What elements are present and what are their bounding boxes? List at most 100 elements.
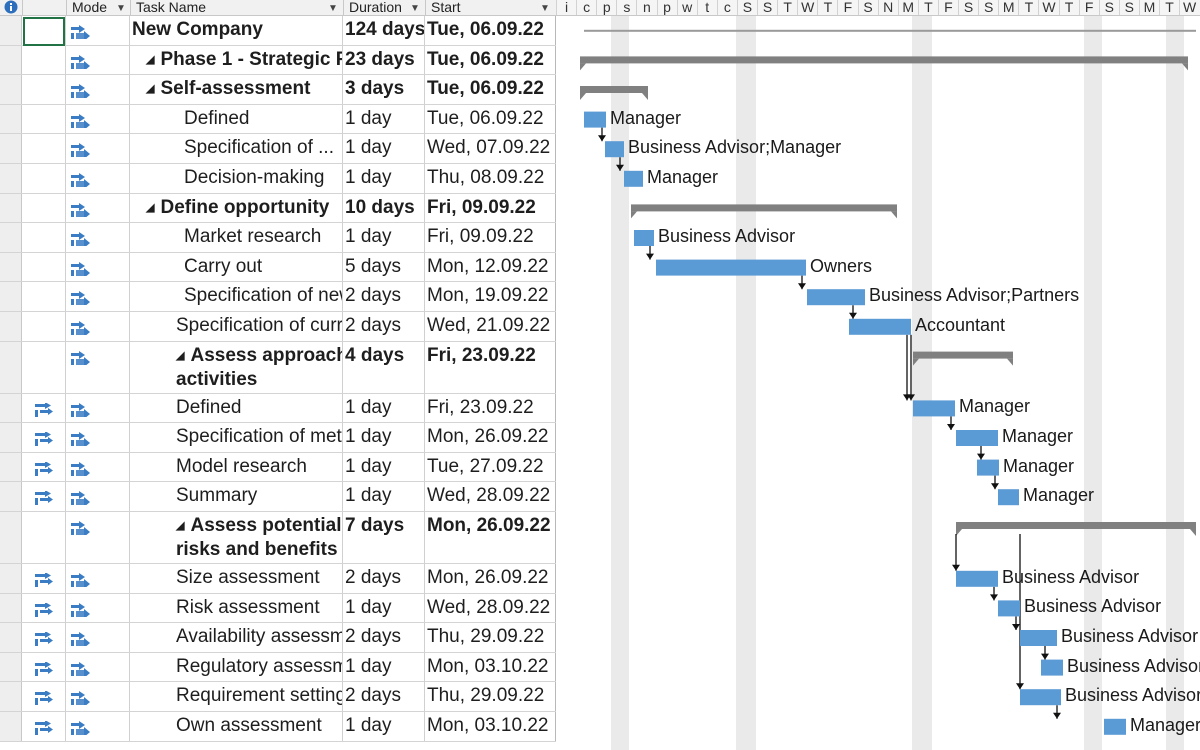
- start-cell[interactable]: Mon, 26.09.22: [425, 512, 556, 563]
- duration-cell[interactable]: 23 days: [343, 45, 425, 75]
- row-selector[interactable]: [0, 423, 22, 452]
- start-cell[interactable]: Thu, 29.09.22: [425, 623, 556, 652]
- row-selector[interactable]: [0, 252, 22, 282]
- duration-cell[interactable]: 1 day: [343, 134, 425, 163]
- start-cell[interactable]: Fri, 09.09.22: [425, 223, 556, 252]
- task-name-cell[interactable]: Specification of methods: [130, 423, 343, 452]
- task-name-cell[interactable]: Summary: [130, 482, 343, 511]
- row-selector[interactable]: [0, 512, 22, 563]
- row-selector[interactable]: [0, 223, 22, 252]
- task-name-cell[interactable]: Market research: [130, 223, 343, 252]
- start-dropdown-icon[interactable]: ▼: [540, 3, 550, 14]
- mode-cell[interactable]: [66, 452, 130, 482]
- mode-cell[interactable]: [66, 512, 130, 563]
- duration-cell[interactable]: 1 day: [343, 164, 425, 193]
- row-selector[interactable]: [0, 75, 22, 104]
- row-selector[interactable]: [0, 104, 22, 134]
- task-name-dropdown-icon[interactable]: ▼: [328, 3, 338, 14]
- duration-column-header[interactable]: Duration: [349, 0, 402, 15]
- duration-cell[interactable]: 1 day: [343, 452, 425, 482]
- start-cell[interactable]: Mon, 26.09.22: [425, 423, 556, 452]
- task-name-cell[interactable]: Carry out: [130, 252, 343, 282]
- task-name-cell[interactable]: Specification of new...: [130, 282, 343, 311]
- mode-cell[interactable]: [66, 564, 130, 593]
- task-name-cell[interactable]: ◢Self-assessment: [130, 75, 343, 104]
- task-name-cell[interactable]: Own assessment: [130, 712, 343, 741]
- task-name-cell[interactable]: New Company: [130, 16, 343, 45]
- task-name-cell[interactable]: Risk assessment: [130, 593, 343, 623]
- duration-cell[interactable]: 1 day: [343, 593, 425, 623]
- mode-cell[interactable]: [66, 252, 130, 282]
- duration-cell[interactable]: 1 day: [343, 423, 425, 452]
- duration-cell[interactable]: 1 day: [343, 104, 425, 134]
- row-selector[interactable]: [0, 682, 22, 711]
- task-name-cell[interactable]: Specification of current...: [130, 312, 343, 341]
- duration-cell[interactable]: 2 days: [343, 312, 425, 341]
- task-name-cell[interactable]: ◢Define opportunity: [130, 193, 343, 223]
- task-name-column-header[interactable]: Task Name: [136, 0, 207, 15]
- collapse-triangle-icon[interactable]: ◢: [146, 53, 155, 66]
- row-selector[interactable]: [0, 193, 22, 223]
- row-selector[interactable]: [0, 712, 22, 741]
- row-selector[interactable]: [0, 134, 22, 163]
- row-selector[interactable]: [0, 652, 22, 682]
- row-selector[interactable]: [0, 164, 22, 193]
- selected-cell[interactable]: [23, 17, 65, 46]
- task-name-cell[interactable]: Defined: [130, 393, 343, 423]
- start-cell[interactable]: Tue, 27.09.22: [425, 452, 556, 482]
- row-selector[interactable]: [0, 452, 22, 482]
- task-name-cell[interactable]: Specification of ...: [130, 134, 343, 163]
- mode-column-header[interactable]: Mode: [72, 0, 108, 15]
- start-cell[interactable]: Tue, 06.09.22: [425, 16, 556, 45]
- duration-cell[interactable]: 4 days: [343, 341, 425, 393]
- start-cell[interactable]: Wed, 28.09.22: [425, 482, 556, 511]
- mode-cell[interactable]: [66, 312, 130, 341]
- duration-cell[interactable]: 1 day: [343, 712, 425, 741]
- start-cell[interactable]: Wed, 07.09.22: [425, 134, 556, 163]
- collapse-triangle-icon[interactable]: ◢: [176, 349, 185, 362]
- mode-cell[interactable]: [66, 593, 130, 623]
- mode-cell[interactable]: [66, 45, 130, 75]
- duration-cell[interactable]: 2 days: [343, 682, 425, 711]
- row-selector[interactable]: [0, 623, 22, 652]
- collapse-triangle-icon[interactable]: ◢: [146, 83, 155, 96]
- start-cell[interactable]: Thu, 08.09.22: [425, 164, 556, 193]
- start-cell[interactable]: Fri, 09.09.22: [425, 193, 556, 223]
- start-cell[interactable]: Mon, 19.09.22: [425, 282, 556, 311]
- mode-cell[interactable]: [66, 682, 130, 711]
- mode-cell[interactable]: [66, 223, 130, 252]
- start-cell[interactable]: Thu, 29.09.22: [425, 682, 556, 711]
- row-selector[interactable]: [0, 564, 22, 593]
- start-cell[interactable]: Mon, 12.09.22: [425, 252, 556, 282]
- task-name-cell[interactable]: Availability assessment: [130, 623, 343, 652]
- row-selector[interactable]: [0, 341, 22, 393]
- task-name-cell[interactable]: ◢Phase 1 - Strategic Plan: [130, 45, 343, 75]
- row-selector[interactable]: [0, 16, 22, 45]
- start-column-header[interactable]: Start: [431, 0, 461, 15]
- start-cell[interactable]: Tue, 06.09.22: [425, 45, 556, 75]
- mode-cell[interactable]: [66, 652, 130, 682]
- task-name-cell[interactable]: Model research: [130, 452, 343, 482]
- duration-cell[interactable]: 2 days: [343, 623, 425, 652]
- task-name-cell[interactable]: Defined: [130, 104, 343, 134]
- duration-cell[interactable]: 7 days: [343, 512, 425, 563]
- start-cell[interactable]: Fri, 23.09.22: [425, 341, 556, 393]
- mode-dropdown-icon[interactable]: ▼: [116, 3, 126, 14]
- mode-cell[interactable]: [66, 423, 130, 452]
- row-selector[interactable]: [0, 593, 22, 623]
- mode-cell[interactable]: [66, 134, 130, 163]
